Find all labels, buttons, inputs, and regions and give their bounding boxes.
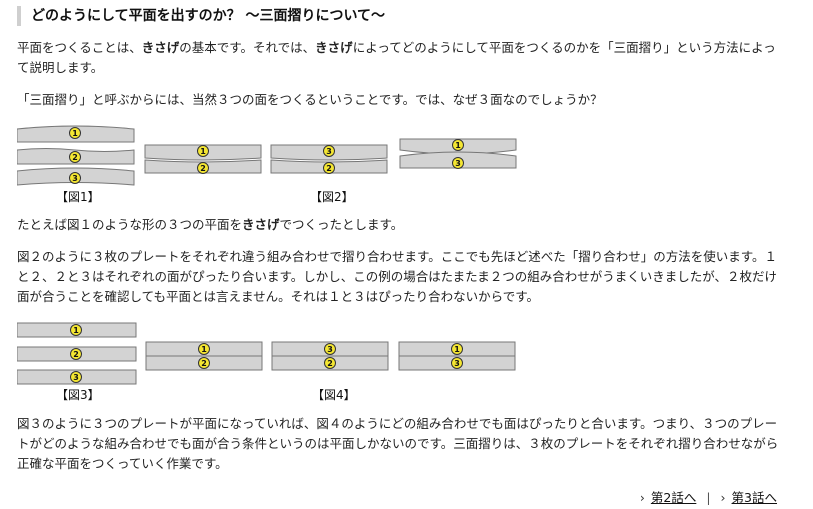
svg-text:1: 1 xyxy=(454,345,460,354)
explanation-paragraph: 図２のように３枚のプレートをそれぞれ違う組み合わせで摺り合わせます。ここでも先ほ… xyxy=(17,249,778,304)
svg-text:2: 2 xyxy=(73,350,79,359)
badge-1: 1 xyxy=(198,343,210,355)
badge-2: 2 xyxy=(197,162,209,174)
figure-2-caption: 【図2】 xyxy=(310,190,354,204)
chevron-right-icon: › xyxy=(639,490,645,505)
badge-1: 1 xyxy=(451,343,463,355)
next-episode-2-link[interactable]: 第2話へ xyxy=(650,490,697,505)
next-episode-3-link[interactable]: 第3話へ xyxy=(731,490,777,505)
svg-text:3: 3 xyxy=(73,373,79,382)
episode-navigation: › 第2話へ | › 第3話へ xyxy=(640,487,777,506)
svg-text:2: 2 xyxy=(72,153,78,162)
svg-text:2: 2 xyxy=(201,359,207,368)
svg-text:1: 1 xyxy=(73,326,79,335)
figure-1-2: 1 2 3 1 2 3 2 1 3 xyxy=(17,125,517,186)
badge-1: 1 xyxy=(452,139,464,151)
figure-4-caption: 【図4】 xyxy=(312,388,356,402)
figure-3-4: 1 2 3 1 2 3 2 1 3 xyxy=(17,322,516,385)
badge-3: 3 xyxy=(69,172,81,184)
badge-1: 1 xyxy=(70,324,82,336)
badge-3: 3 xyxy=(70,371,82,383)
badge-3: 3 xyxy=(324,343,336,355)
badge-2: 2 xyxy=(324,357,336,369)
svg-text:3: 3 xyxy=(454,359,460,368)
figure-1-caption: 【図1】 xyxy=(56,190,100,204)
text: によってどのようにして平面をつくるのかを「三面摺り」という方法によって説明します… xyxy=(17,40,776,75)
figure-3-caption: 【図3】 xyxy=(56,388,100,402)
svg-text:3: 3 xyxy=(72,174,78,183)
svg-text:1: 1 xyxy=(201,345,207,354)
text: 平面をつくることは、 xyxy=(17,40,142,55)
question-paragraph: 「三面摺り」と呼ぶからには、当然３つの面をつくるということです。では、なぜ３面な… xyxy=(17,92,603,107)
svg-text:2: 2 xyxy=(326,164,332,173)
badge-1: 1 xyxy=(69,127,81,139)
svg-text:1: 1 xyxy=(455,141,461,150)
svg-text:3: 3 xyxy=(327,345,333,354)
badge-3: 3 xyxy=(451,357,463,369)
badge-2: 2 xyxy=(70,348,82,360)
svg-text:3: 3 xyxy=(455,159,461,168)
text: たとえば図１のような形の３つの平面を xyxy=(17,217,243,232)
emphasis: きさげ xyxy=(242,217,280,232)
badge-2: 2 xyxy=(69,151,81,163)
badge-3: 3 xyxy=(323,145,335,157)
conclusion-paragraph: 図３のように３つのプレートが平面になっていれば、図４のようにどの組み合わせでも面… xyxy=(17,416,779,471)
emphasis: きさげ xyxy=(315,40,353,55)
emphasis: きさげ xyxy=(141,40,180,55)
badge-3: 3 xyxy=(452,157,464,169)
badge-2: 2 xyxy=(198,357,210,369)
svg-text:2: 2 xyxy=(327,359,333,368)
svg-text:2: 2 xyxy=(200,164,206,173)
badge-1: 1 xyxy=(197,145,209,157)
svg-text:1: 1 xyxy=(200,147,206,156)
chevron-right-icon: › xyxy=(720,490,726,505)
svg-text:1: 1 xyxy=(72,129,78,138)
nav-separator: | xyxy=(706,490,711,505)
text: の基本です。それでは、 xyxy=(179,40,316,55)
text: でつくったとします。 xyxy=(279,217,404,232)
example-paragraph: たとえば図１のような形の３つの平面をきさげでつくったとします。 xyxy=(17,215,787,235)
intro-paragraph: 平面をつくることは、きさげの基本です。それでは、きさげによってどのようにして平面… xyxy=(17,38,787,78)
svg-text:3: 3 xyxy=(326,147,332,156)
badge-2: 2 xyxy=(323,162,335,174)
page-title: どのようにして平面を出すのか？ ～三面摺りについて～ xyxy=(17,6,385,26)
